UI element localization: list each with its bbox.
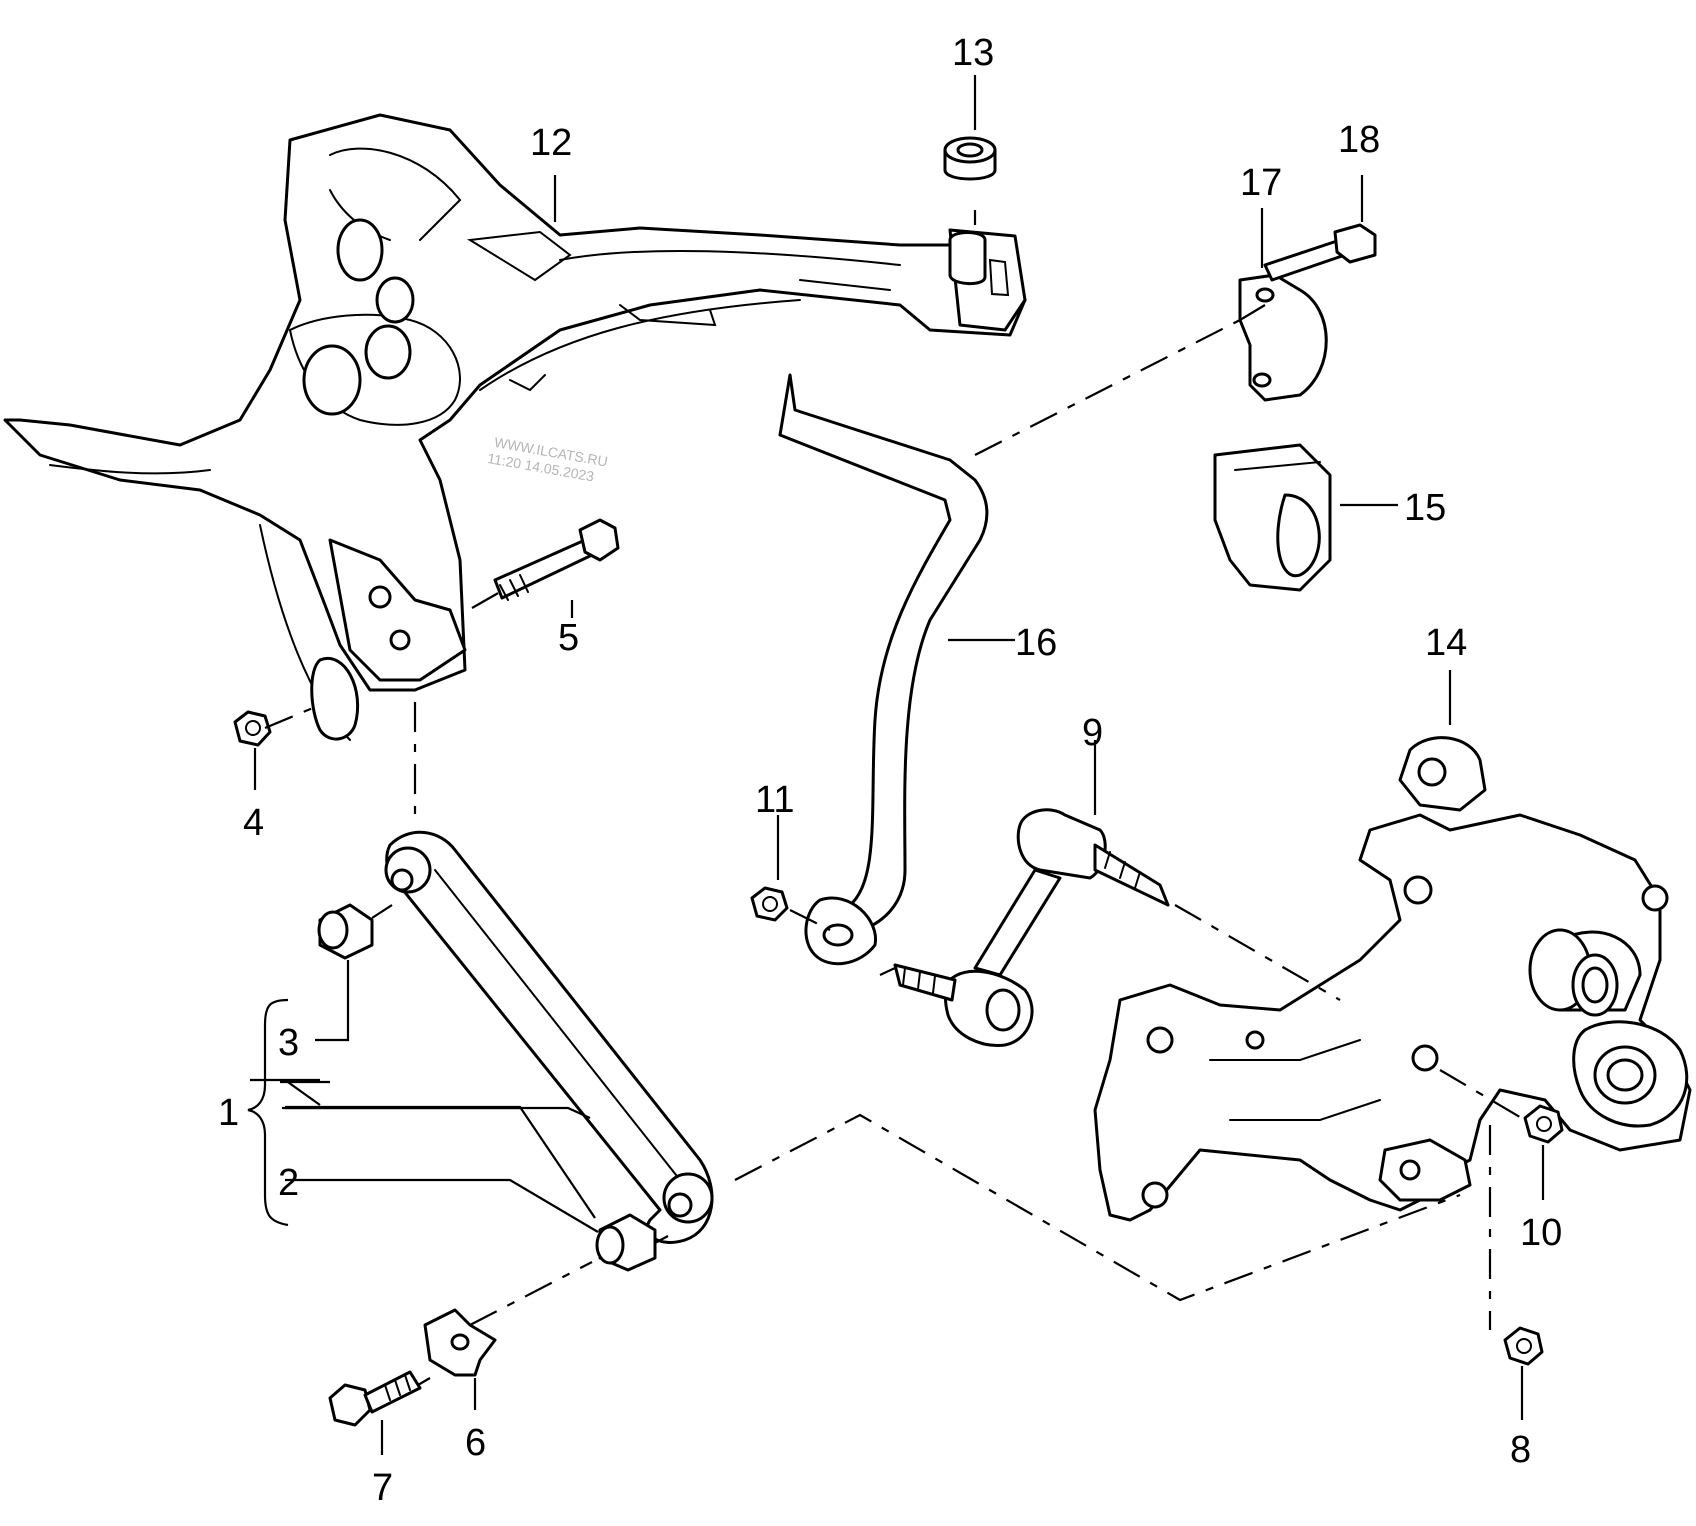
callout-16: 16 [1015,622,1057,664]
subframe-bolt [493,518,620,601]
hub-nut [1523,1104,1564,1144]
group-leader [282,1106,591,1120]
callout-11: 11 [755,779,794,821]
group-brace [247,998,289,1227]
stabilizer-nut [750,886,789,922]
callout-4: 4 [243,802,264,844]
callout-17: 17 [1240,162,1282,204]
link-bush-lower [595,1213,657,1272]
transverse-link [384,830,714,1244]
stabilizer-clamp [1238,273,1328,402]
callout-3: 3 [278,1022,299,1064]
callout-10: 10 [1520,1212,1562,1254]
subframe-nut [233,710,272,747]
callout-1: 1 [218,1092,239,1134]
assembly-lines [264,210,1526,1386]
lower-nut [1503,1326,1544,1366]
callout-8: 8 [1510,1429,1531,1471]
coupling-rod [893,808,1170,1047]
stabilizer-rubber-mount [1213,443,1332,592]
callout-labels: 1 2 3 4 5 6 7 8 9 10 11 12 13 14 15 16 1… [218,32,1562,1509]
callout-2: 2 [278,1162,299,1204]
clamp-bolt [1263,223,1377,282]
callout-14: 14 [1425,622,1467,664]
callout-5: 5 [558,617,579,659]
callout-13: 13 [952,32,994,74]
callout-18: 18 [1338,119,1380,161]
eccentric-washer [423,1308,497,1377]
rear-subframe [3,113,1027,741]
callout-7: 7 [372,1467,393,1509]
link-bush-upper [317,903,374,960]
wheel-bearing-housing [1093,736,1692,1222]
callout-15: 15 [1404,487,1446,529]
eccentric-bolt [328,1370,422,1427]
watermark: WWW.ILCATS.RU 11:20 14.05.2023 [486,434,609,485]
mounting-bush [943,136,997,181]
callout-12: 12 [530,122,572,164]
callout-9: 9 [1082,712,1103,754]
callout-6: 6 [465,1422,486,1464]
stabilizer-bar [778,373,989,966]
